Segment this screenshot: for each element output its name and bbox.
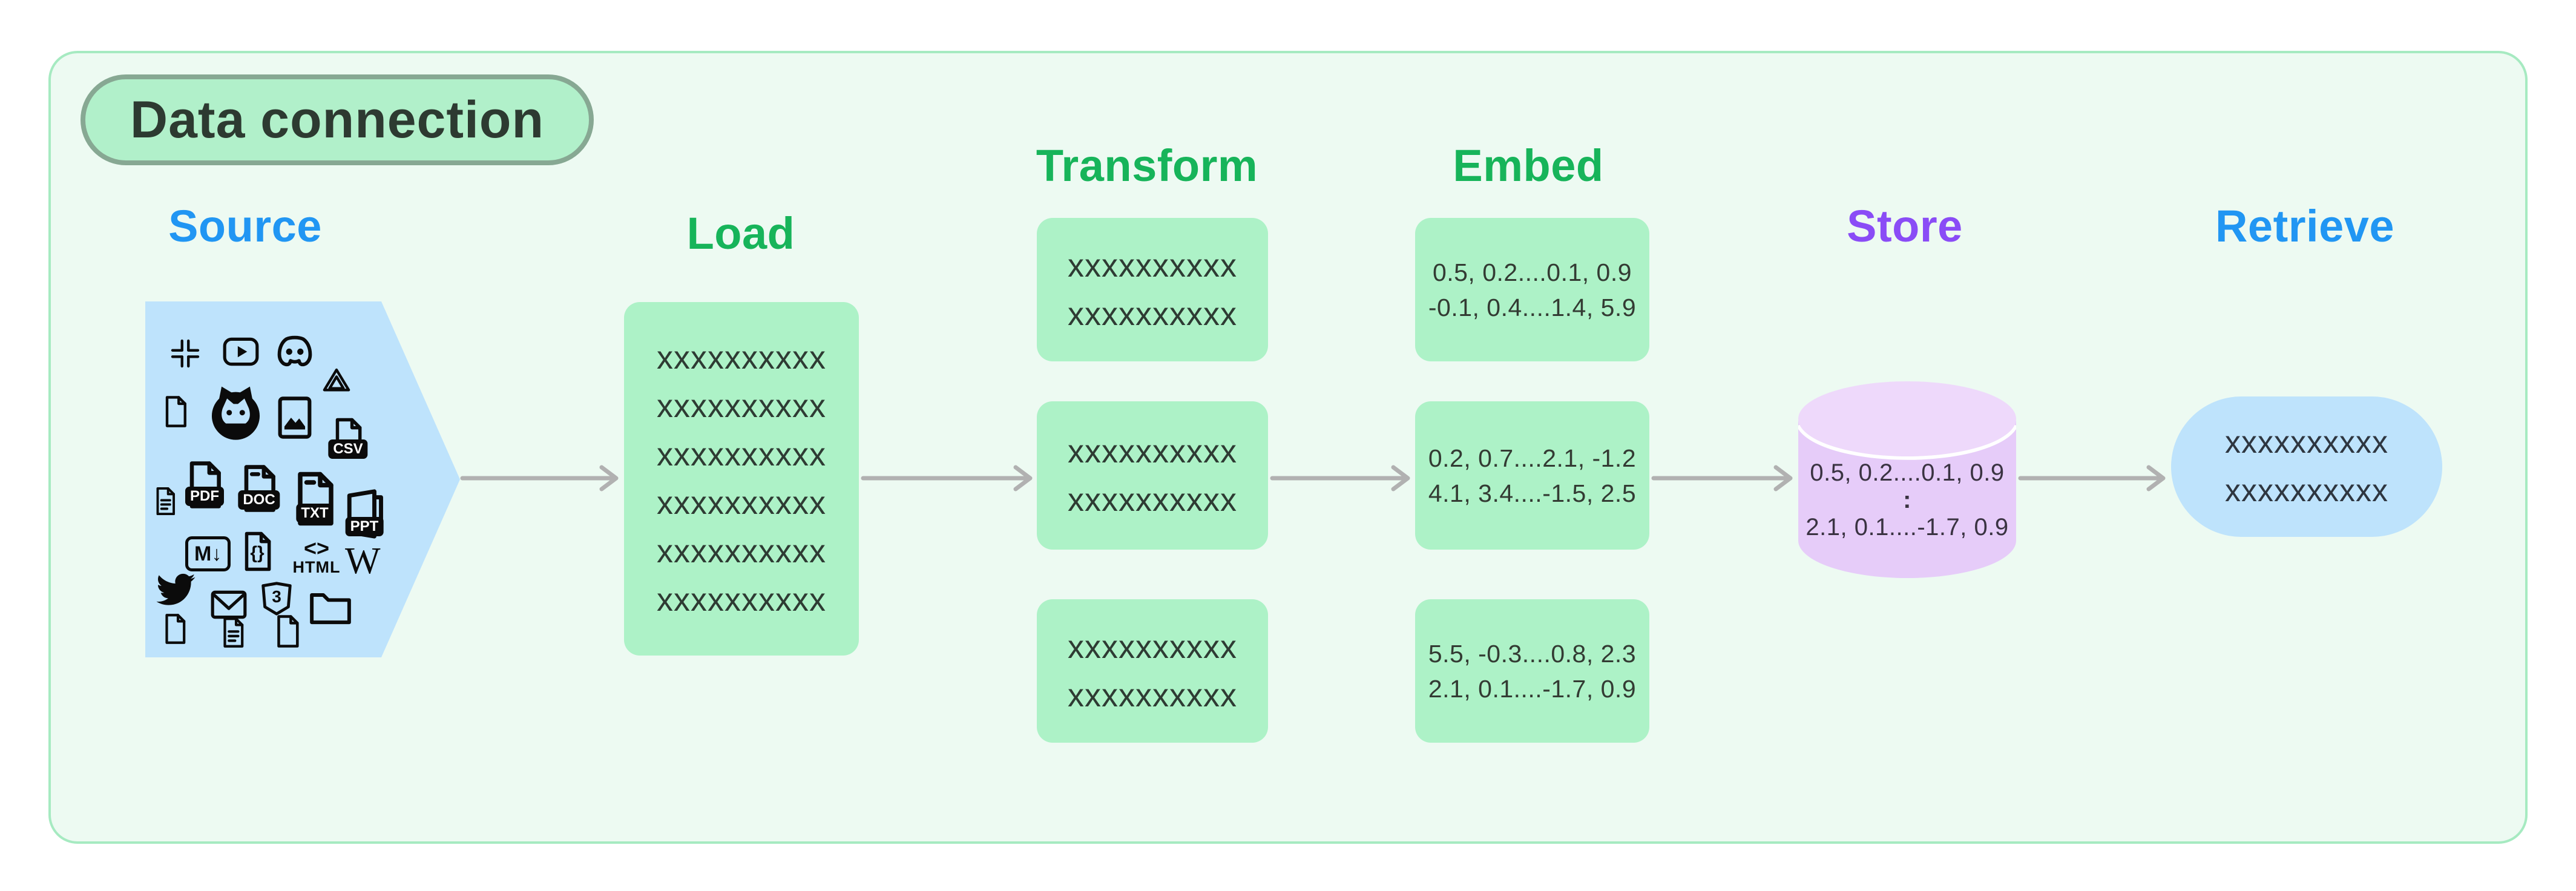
store-title: Store xyxy=(1847,201,1963,251)
css-shield-icon: 3 xyxy=(258,576,295,621)
image-icon xyxy=(271,392,318,443)
html-label: HTML xyxy=(292,558,341,576)
html-icon: <> HTML xyxy=(291,536,343,577)
load-line: xxxxxxxxxx xyxy=(657,582,826,618)
load-line: xxxxxxxxxx xyxy=(657,485,826,521)
embed-box-3: 5.5, -0.3....0.8, 2.3 2.1, 0.1....-1.7, … xyxy=(1415,599,1649,743)
arrow-store-to-retrieve xyxy=(2018,465,2166,492)
arrow-load-to-transform xyxy=(861,465,1033,492)
retrieve-line: xxxxxxxxxx xyxy=(2225,473,2388,508)
wikipedia-icon: W xyxy=(345,541,381,582)
json-file-icon: {} xyxy=(236,525,278,577)
markdown-icon: M↓ xyxy=(185,536,231,571)
source-container: CSV PDF DOC TXT PPT M↓ {} <> xyxy=(145,301,460,657)
github-icon xyxy=(201,379,271,449)
file-icon xyxy=(159,610,191,648)
load-line: xxxxxxxxxx xyxy=(657,388,826,424)
load-line: xxxxxxxxxx xyxy=(657,533,826,570)
html-angle-brackets: <> xyxy=(303,536,330,561)
data-connection-badge: Data connection xyxy=(80,74,594,165)
embed-box-1: 0.5, 0.2....0.1, 0.9 -0.1, 0.4....1.4, 5… xyxy=(1415,218,1649,361)
store-line: : xyxy=(1903,487,1911,513)
transform-line: xxxxxxxxxx xyxy=(1068,628,1237,665)
youtube-icon xyxy=(218,332,264,372)
css-shield-label: 3 xyxy=(272,587,281,607)
ppt-label: PPT xyxy=(345,517,384,536)
transform-line: xxxxxxxxxx xyxy=(1068,295,1237,332)
retrieve-box: xxxxxxxxxx xxxxxxxxxx xyxy=(2171,396,2442,537)
file-icon xyxy=(270,611,305,651)
source-title: Source xyxy=(168,201,322,251)
pdf-label: PDF xyxy=(185,487,224,506)
store-values: 0.5, 0.2....0.1, 0.9 : 2.1, 0.1....-1.7,… xyxy=(1798,458,2016,542)
embed-line: 0.5, 0.2....0.1, 0.9 xyxy=(1432,258,1632,286)
retrieve-line: xxxxxxxxxx xyxy=(2225,425,2388,460)
arrow-transform-to-embed xyxy=(1270,465,1410,492)
store-line: 2.1, 0.1....-1.7, 0.9 xyxy=(1806,514,2009,541)
embed-line: 4.1, 3.4....-1.5, 2.5 xyxy=(1428,479,1637,507)
data-connection-label: Data connection xyxy=(130,90,544,149)
file-text-icon xyxy=(217,614,249,651)
doc-label: DOC xyxy=(238,490,280,510)
embed-line: 0.2, 0.7....2.1, -1.2 xyxy=(1428,444,1637,472)
load-line: xxxxxxxxxx xyxy=(657,340,826,376)
transform-line: xxxxxxxxxx xyxy=(1068,677,1237,714)
csv-label: CSV xyxy=(328,439,368,459)
transform-line: xxxxxxxxxx xyxy=(1068,481,1237,518)
txt-file-icon: TXT xyxy=(286,470,344,528)
embed-line: -0.1, 0.4....1.4, 5.9 xyxy=(1428,293,1637,321)
load-line: xxxxxxxxxx xyxy=(657,436,826,473)
transform-line: xxxxxxxxxx xyxy=(1068,433,1237,470)
store-cylinder xyxy=(1796,381,2018,578)
load-box: xxxxxxxxxx xxxxxxxxxx xxxxxxxxxx xxxxxxx… xyxy=(624,302,859,656)
arrow-embed-to-store xyxy=(1651,465,1793,492)
google-drive-icon xyxy=(320,366,353,399)
ppt-file-icon: PPT xyxy=(338,487,391,541)
doc-file-icon: DOC xyxy=(234,462,284,515)
transform-box-1: xxxxxxxxxx xxxxxxxxxx xyxy=(1037,218,1268,361)
folder-icon xyxy=(304,584,357,630)
embed-line: 5.5, -0.3....0.8, 2.3 xyxy=(1428,639,1637,668)
arrow-source-to-load xyxy=(460,465,619,492)
transform-line: xxxxxxxxxx xyxy=(1068,247,1237,284)
discord-icon xyxy=(269,329,320,374)
retrieve-title: Retrieve xyxy=(2215,201,2395,251)
pdf-file-icon: PDF xyxy=(179,459,230,511)
csv-file-icon: CSV xyxy=(327,412,369,464)
transform-box-2: xxxxxxxxxx xxxxxxxxxx xyxy=(1037,401,1268,550)
json-braces-label: {} xyxy=(250,543,264,564)
transform-box-3: xxxxxxxxxx xxxxxxxxxx xyxy=(1037,599,1268,743)
embed-title: Embed xyxy=(1453,140,1604,191)
file-text-icon xyxy=(150,483,180,519)
file-icon xyxy=(159,392,192,431)
markdown-label: M↓ xyxy=(185,536,231,571)
load-title: Load xyxy=(686,208,795,258)
mail-icon xyxy=(206,585,252,625)
slack-icon xyxy=(168,337,202,370)
embed-box-2: 0.2, 0.7....2.1, -1.2 4.1, 3.4....-1.5, … xyxy=(1415,401,1649,550)
diagram-canvas xyxy=(48,51,2528,844)
store-line: 0.5, 0.2....0.1, 0.9 xyxy=(1810,459,2005,486)
twitter-icon xyxy=(149,567,202,615)
embed-line: 2.1, 0.1....-1.7, 0.9 xyxy=(1428,674,1637,703)
transform-title: Transform xyxy=(1036,140,1258,191)
txt-label: TXT xyxy=(296,504,334,523)
